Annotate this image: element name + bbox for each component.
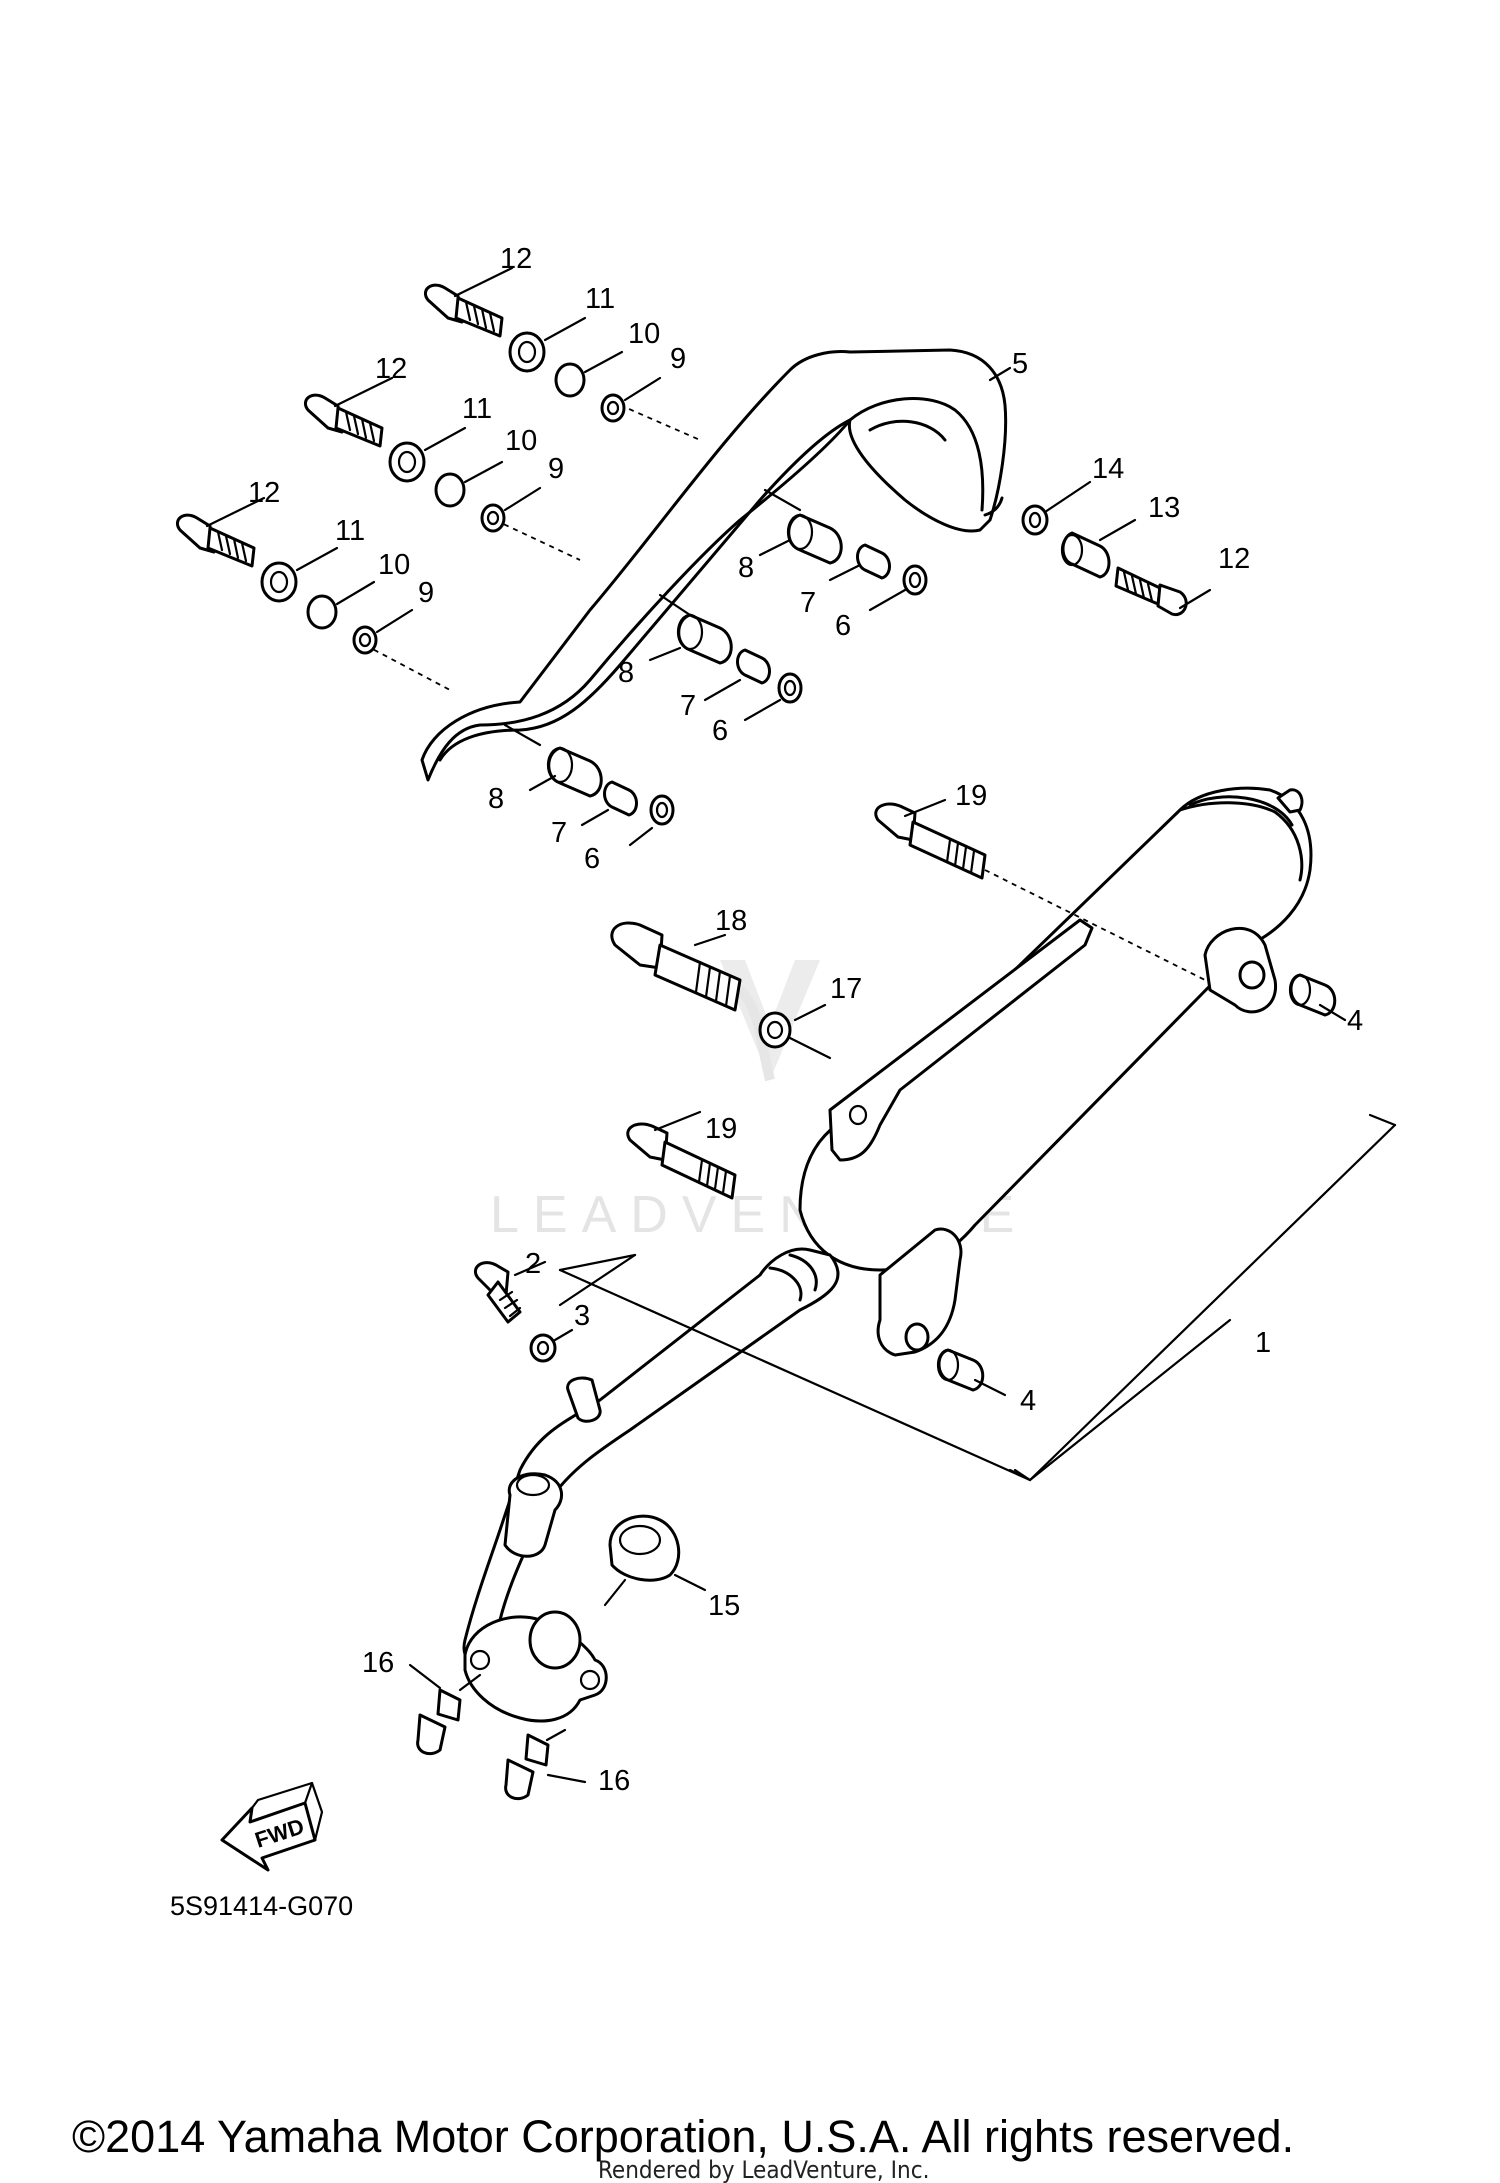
collar-stack-2 <box>676 613 803 704</box>
callout-14: 14 <box>1092 453 1124 485</box>
leader-lines <box>205 266 1347 1784</box>
render-credit: Rendered by LeadVenture, Inc. <box>598 2156 929 2183</box>
callout-16: 16 <box>362 1647 394 1679</box>
collar-stack-3 <box>546 746 675 826</box>
assembly-1-bracket <box>558 1113 1397 1482</box>
callout-11: 11 <box>462 393 492 425</box>
part-dampers <box>936 973 1337 1392</box>
callout-9: 9 <box>418 577 434 609</box>
callout-11: 11 <box>335 515 365 547</box>
callout-6: 6 <box>835 610 851 642</box>
part-nuts <box>416 1673 567 1801</box>
callouts: 1 2 3 4 4 5 6 6 6 7 7 7 8 8 8 9 9 9 10 1… <box>248 243 1363 1797</box>
part-bolt-19-upper <box>874 802 1206 981</box>
callout-19: 19 <box>955 780 987 812</box>
part-protector <box>420 348 1008 782</box>
callout-12: 12 <box>375 353 407 385</box>
right-fastener-stack <box>1021 504 1188 617</box>
callout-7: 7 <box>551 817 567 849</box>
collar-stack-1 <box>786 513 928 596</box>
copyright-text: ©2014 Yamaha Motor Corporation, U.S.A. A… <box>72 2111 1294 2162</box>
callout-2: 2 <box>525 1248 541 1280</box>
bolt-stack-3 <box>175 513 378 655</box>
callout-19: 19 <box>705 1113 737 1145</box>
protector-leaders <box>364 404 802 747</box>
bolt-stack-2 <box>303 393 506 533</box>
callout-7: 7 <box>680 690 696 722</box>
callout-16: 16 <box>598 1765 630 1797</box>
callout-11: 11 <box>585 283 615 315</box>
callout-12: 12 <box>500 243 532 275</box>
diagram-code: 5S91414-G070 <box>170 1891 353 1921</box>
part-muffler <box>462 786 1313 1723</box>
callout-8: 8 <box>618 657 634 689</box>
callout-10: 10 <box>505 425 537 457</box>
callout-7: 7 <box>800 587 816 619</box>
part-bolt-18 <box>610 921 832 1060</box>
callout-1: 1 <box>1255 1327 1271 1359</box>
callout-5: 5 <box>1012 348 1028 380</box>
callout-9: 9 <box>670 343 686 375</box>
callout-8: 8 <box>738 552 754 584</box>
callout-12: 12 <box>1218 543 1250 575</box>
callout-18: 18 <box>715 905 747 937</box>
callout-6: 6 <box>712 715 728 747</box>
callout-10: 10 <box>378 549 410 581</box>
callout-8: 8 <box>488 783 504 815</box>
callout-4: 4 <box>1020 1385 1036 1417</box>
callout-6: 6 <box>584 843 600 875</box>
callout-4: 4 <box>1347 1005 1363 1037</box>
callout-3: 3 <box>574 1300 590 1332</box>
callout-15: 15 <box>708 1590 740 1622</box>
fwd-arrow-icon: FWD <box>220 1781 324 1872</box>
part-gasket <box>603 1514 681 1607</box>
bolt-stack-1 <box>423 283 626 423</box>
callout-13: 13 <box>1148 492 1180 524</box>
part-bolt-2 <box>473 1261 557 1363</box>
callout-9: 9 <box>548 453 564 485</box>
callout-12: 12 <box>248 477 280 509</box>
callout-10: 10 <box>628 318 660 350</box>
part-bolt-19-lower <box>626 1122 737 1200</box>
callout-17: 17 <box>830 973 862 1005</box>
